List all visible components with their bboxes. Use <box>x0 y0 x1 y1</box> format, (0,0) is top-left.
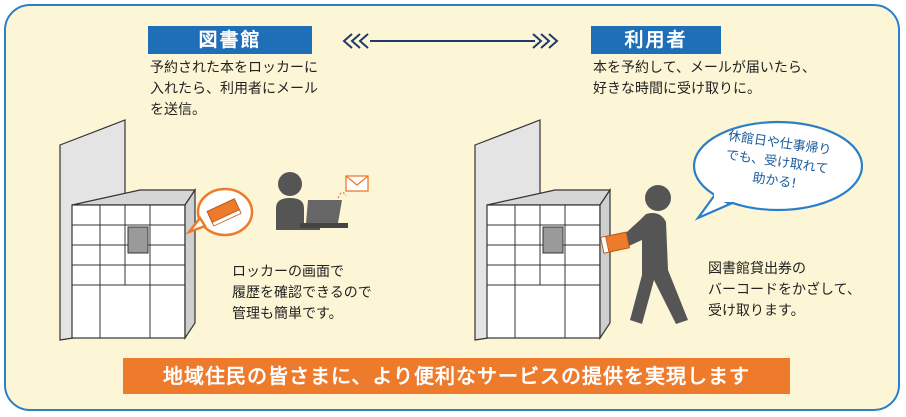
user-desc-line-2: 好きな時間に受け取りに。 <box>593 81 761 97</box>
library-description: 予約された本をロッカーに 入れたら、利用者にメール を送信。 <box>150 58 318 121</box>
person-laptop-icon <box>276 172 348 230</box>
user-note-line-2: バーコードをかざして、 <box>708 282 861 298</box>
user-note-line-3: 受け取ります。 <box>708 303 805 319</box>
mail-icon <box>337 175 369 199</box>
library-note: ロッカーの画面で 履歴を確認できるので 管理も簡単です。 <box>232 262 372 325</box>
library-desc-line-3: を送信。 <box>150 102 206 118</box>
library-note-line-2: 履歴を確認できるので <box>232 285 372 301</box>
locker-icon <box>59 119 197 341</box>
double-arrow-icon <box>342 33 559 49</box>
locker-icon <box>474 119 612 341</box>
library-desc-line-1: 予約された本をロッカーに <box>150 60 318 76</box>
user-label: 利用者 <box>591 26 721 54</box>
library-desc-line-2: 入れたら、利用者にメール <box>150 81 318 97</box>
library-note-line-1: ロッカーの画面で <box>232 264 344 280</box>
library-label: 図書館 <box>148 26 312 54</box>
user-note: 図書館貸出券の バーコードをかざして、 受け取ります。 <box>708 259 861 322</box>
book-icon <box>185 187 254 237</box>
walking-person-icon <box>600 185 688 324</box>
speech-bubble <box>692 120 864 221</box>
user-description: 本を予約して、メールが届いたら、 好きな時間に受け取りに。 <box>593 58 816 100</box>
user-note-line-1: 図書館貸出券の <box>708 261 806 277</box>
summary-banner: 地域住民の皆さまに、より便利なサービスの提供を実現します <box>123 358 790 394</box>
user-desc-line-1: 本を予約して、メールが届いたら、 <box>593 60 816 76</box>
library-note-line-3: 管理も簡単です。 <box>232 306 343 322</box>
